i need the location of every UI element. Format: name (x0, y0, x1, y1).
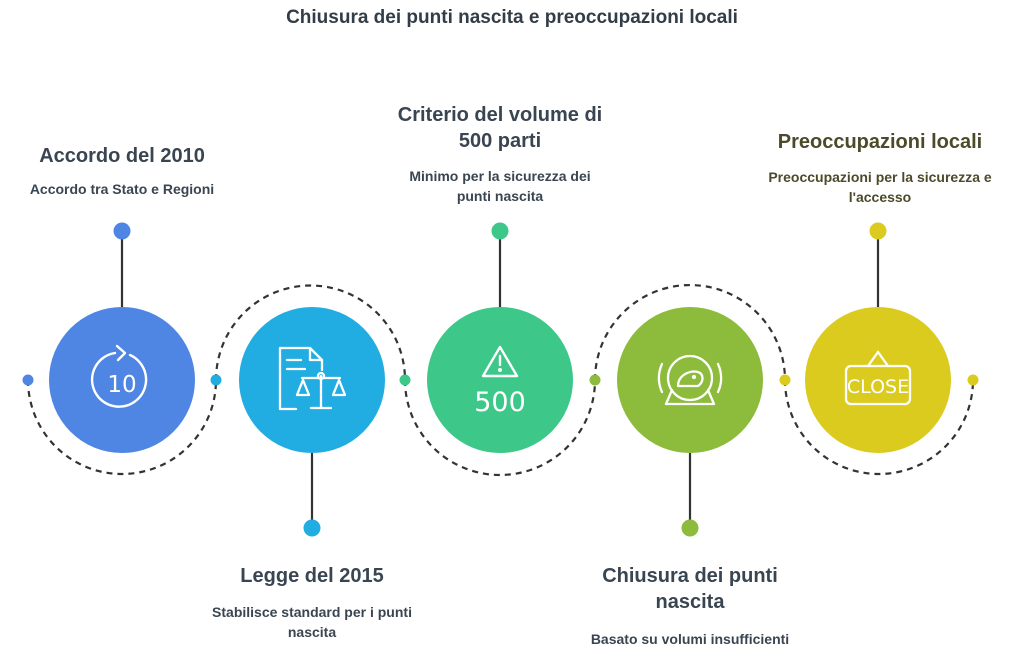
connector-arc-start (26, 379, 218, 476)
step-heading: Preoccupazioni locali (777, 131, 983, 153)
dashed-connectors (26, 283, 975, 477)
rotate-icon-number: 10 (107, 372, 136, 398)
step-circle-5 (805, 307, 951, 453)
diagram-title: Chiusura dei punti nascita e preoccupazi… (286, 7, 738, 28)
step-heading: Chiusura dei punti nascita (602, 565, 778, 613)
step-description: Accordo tra Stato e Regioni (29, 181, 215, 197)
step-heading: Accordo del 2010 (39, 145, 205, 167)
warning-500-icon: 500 (474, 345, 526, 418)
stem-dot-2 (303, 519, 321, 537)
step-label-5: Preoccupazioni locali Preoccupazioni per… (755, 129, 1005, 207)
connector-arc-3 (593, 283, 787, 381)
junction-dot-2 (399, 374, 411, 386)
hamster-wheel-icon (657, 354, 723, 406)
junction-dot-start (22, 374, 34, 386)
warning-icon-number: 500 (474, 387, 526, 418)
close-sign-text: CLOSE (847, 376, 909, 398)
step-circle-3 (427, 307, 573, 453)
step-circle-4 (617, 307, 763, 453)
stem-dot-4 (681, 519, 699, 537)
step-label-1: Accordo del 2010 Accordo tra Stato e Reg… (12, 143, 232, 199)
stem-dot-1 (113, 222, 131, 240)
connector-arc-2 (403, 379, 597, 477)
close-sign-icon: CLOSE (844, 350, 912, 406)
junction-dot-1 (210, 374, 222, 386)
step-circle-2 (239, 307, 385, 453)
stem-dot-5 (869, 222, 887, 240)
step-description: Stabilisce standard per i punti nascita (212, 604, 412, 640)
junction-dot-4 (779, 374, 791, 386)
connector-arc-4 (783, 379, 975, 476)
step-label-4: Chiusura dei punti nascita Basato su vol… (570, 563, 810, 649)
junction-dot-3 (589, 374, 601, 386)
step-heading: Legge del 2015 (240, 565, 384, 587)
step-description: Minimo per la sicurezza dei punti nascit… (409, 168, 591, 204)
step-label-2: Legge del 2015 Stabilisce standard per i… (192, 563, 432, 642)
stems (120, 231, 880, 528)
step-description: Basato su volumi insufficienti (590, 631, 790, 647)
step-label-3: Criterio del volume di 500 parti Minimo … (375, 102, 625, 206)
junction-dot-end (967, 374, 979, 386)
connector-arc-1 (214, 284, 407, 381)
step-description: Preoccupazioni per la sicurezza e l'acce… (768, 169, 992, 205)
step-heading: Criterio del volume di 500 parti (397, 104, 603, 152)
law-document-scale-icon (278, 346, 347, 411)
stem-dot-3 (491, 222, 509, 240)
step-circle-1 (49, 307, 195, 453)
rotate-10-icon: 10 (90, 344, 148, 408)
